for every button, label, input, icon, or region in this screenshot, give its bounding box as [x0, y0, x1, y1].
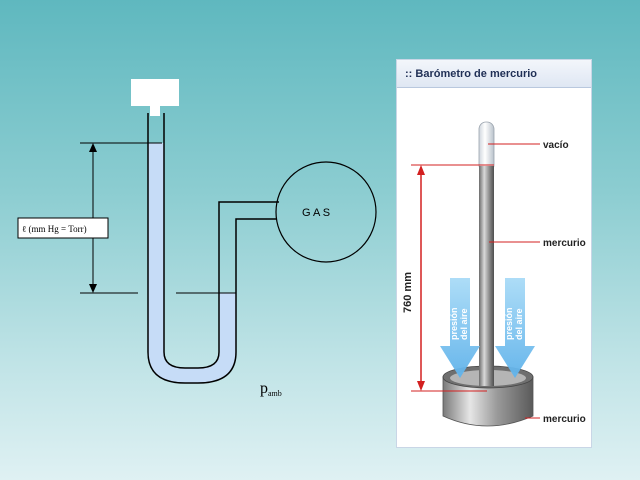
vacuum-label: vacío — [543, 140, 569, 151]
tube-stopper — [131, 79, 179, 106]
air-pressure-line-2: del aire — [459, 308, 469, 340]
ambient-pressure-label: pamb — [260, 380, 282, 398]
pressure-symbol: p — [260, 380, 268, 397]
scale-label-box — [17, 217, 109, 239]
air-pressure-text-left: presión del aire — [449, 305, 469, 340]
scale-label: ℓ (mm Hg = Torr) — [22, 224, 87, 234]
air-pressure-line-1: presión — [504, 307, 514, 340]
air-pressure-line-1: presión — [449, 307, 459, 340]
mercury-dish-body — [442, 376, 534, 427]
mercury-barometer-diagram: presión del aire presión del aire 760 mm… — [402, 121, 586, 427]
barometer-panel: :: Barómetro de mercurio — [396, 59, 592, 448]
barometer-tube-into-dish — [479, 358, 494, 386]
barometer-mercury-column — [479, 166, 494, 388]
height-label: 760 mm — [402, 272, 414, 313]
air-pressure-text-right: presión del aire — [504, 305, 524, 340]
gas-label: G A S — [302, 207, 330, 219]
mercury-column-label: mercurio — [543, 238, 586, 249]
height-arrow-top-icon — [417, 165, 425, 175]
gas-bulb — [275, 161, 377, 263]
u-tube-inner-wall — [163, 113, 279, 369]
manometer-liquid — [148, 143, 236, 383]
barometer-panel-title: :: Barómetro de mercurio — [397, 60, 591, 88]
u-tube-outer-wall — [147, 113, 276, 384]
stopper-neck — [150, 104, 160, 116]
height-arrow-bottom-icon — [417, 381, 425, 391]
air-pressure-arrow-right-icon — [495, 278, 535, 378]
mercury-dish-label: mercurio — [543, 414, 586, 425]
height-arrow-bottom-icon — [89, 284, 97, 293]
pressure-subscript: amb — [268, 389, 282, 398]
air-pressure-arrow-left-icon — [440, 278, 480, 378]
height-arrow-top-icon — [89, 143, 97, 152]
u-tube-manometer-diagram: G A S ℓ (mm Hg = Torr) pamb — [17, 79, 377, 398]
air-pressure-line-2: del aire — [514, 308, 524, 340]
